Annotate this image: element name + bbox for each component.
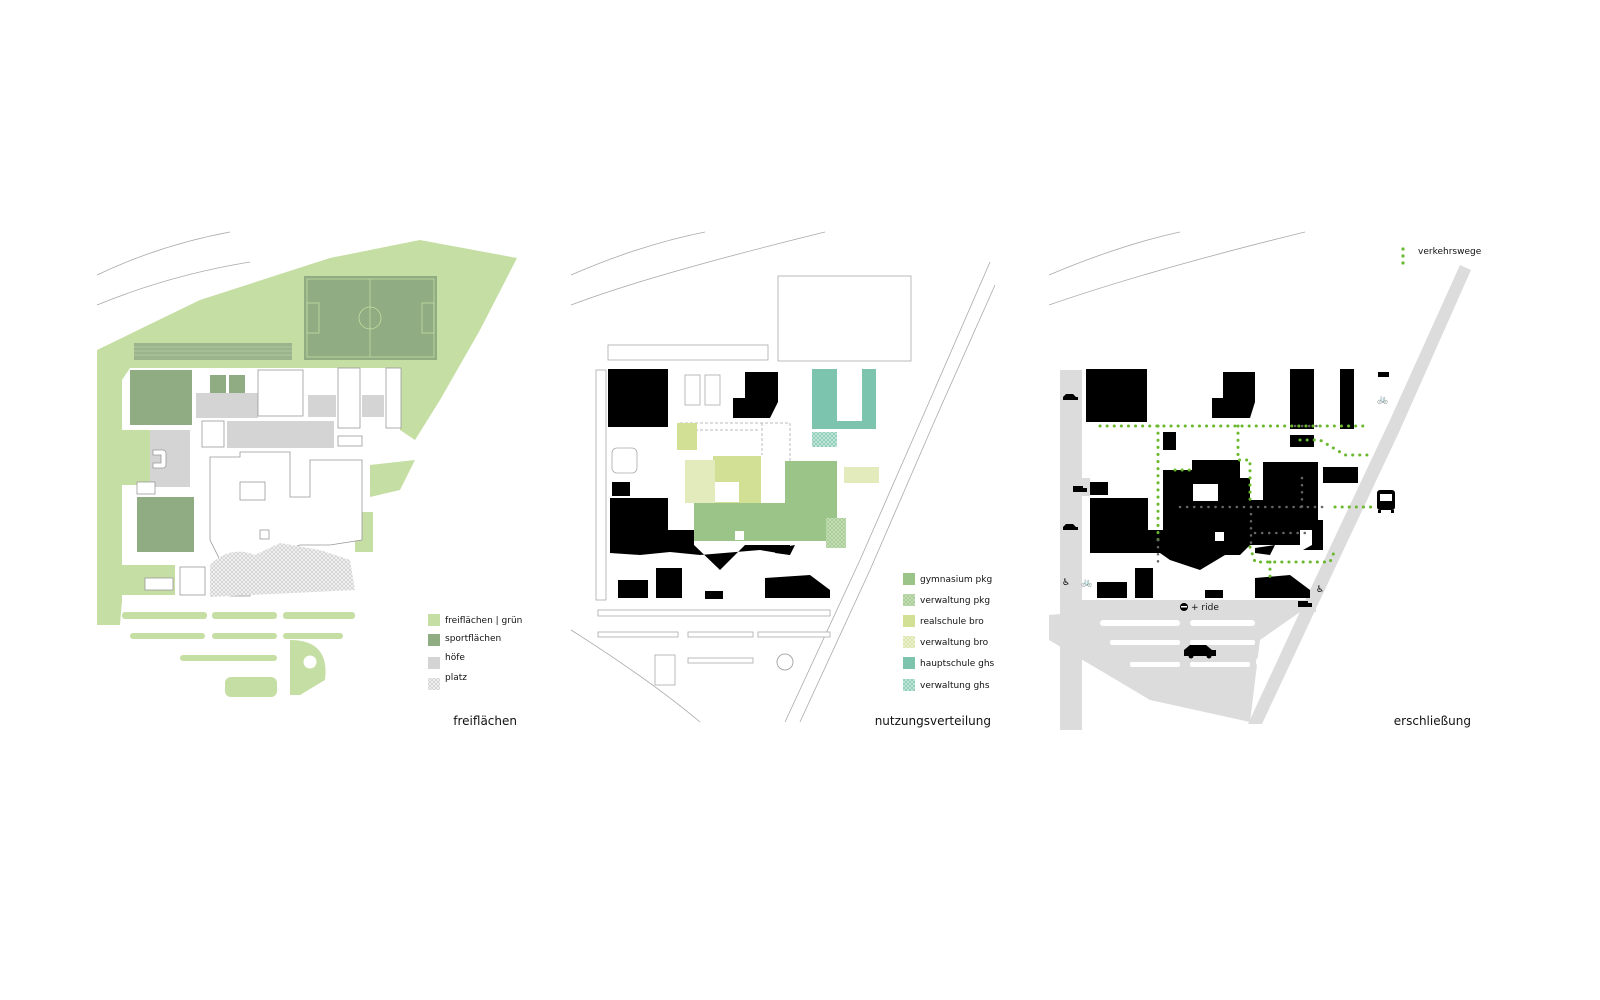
legend-label: gymnasium pkg bbox=[920, 575, 992, 585]
legend-label: platz bbox=[445, 673, 467, 683]
panel-erschliessung: + ride ♿ ♿ 🚲 🚲 bbox=[1048, 231, 1471, 730]
footpath-green bbox=[1098, 424, 1375, 582]
legend-label: sportflächen bbox=[445, 634, 501, 644]
legend-swatch bbox=[428, 657, 440, 669]
panel-freiflaechen bbox=[96, 231, 517, 697]
plaza-hatch bbox=[210, 543, 355, 597]
kiss-ride-icon bbox=[1180, 603, 1188, 611]
legend-swatch bbox=[903, 636, 915, 648]
legend-swatch bbox=[428, 614, 440, 626]
panel-title: nutzungsverteilung bbox=[875, 714, 991, 728]
truck-icon bbox=[1073, 486, 1312, 607]
legend-erschliessung: verkehrswege erschließung bbox=[1394, 247, 1482, 728]
footpath-internal bbox=[1156, 424, 1330, 567]
legend-label: verwaltung bro bbox=[920, 638, 989, 648]
panel-title: freiflächen bbox=[453, 714, 517, 728]
realschule-bro bbox=[677, 423, 697, 450]
kiss-ride-label: + ride bbox=[1191, 603, 1219, 613]
legend-swatch-dotted bbox=[1401, 247, 1405, 265]
legend-label: verkehrswege bbox=[1418, 247, 1482, 257]
football-field bbox=[304, 276, 437, 360]
bus-icon bbox=[1377, 490, 1395, 513]
legend-swatch bbox=[903, 594, 915, 606]
legend-label: realschule bro bbox=[920, 617, 984, 627]
legend-swatch bbox=[903, 615, 915, 627]
bicycle-icon: 🚲 bbox=[1081, 578, 1092, 588]
legend-swatch bbox=[428, 634, 440, 646]
panel-nutzungsverteilung bbox=[570, 231, 996, 723]
track bbox=[134, 343, 292, 360]
legend-freiflaechen: freiflächen | grün sportflächen höfe pla… bbox=[428, 614, 522, 728]
legend-label: hauptschule ghs bbox=[920, 659, 995, 669]
legend-swatch bbox=[903, 573, 915, 585]
accessible-icon: ♿ bbox=[1316, 585, 1324, 595]
legend-label: verwaltung pkg bbox=[920, 596, 990, 606]
legend-label: höfe bbox=[445, 653, 465, 663]
hauptschule-ghs bbox=[812, 369, 837, 429]
legend-swatch bbox=[428, 678, 440, 690]
parking-car-icon bbox=[1063, 394, 1078, 530]
legend-swatch bbox=[903, 679, 915, 691]
bicycle-icon: 🚲 bbox=[1377, 395, 1388, 405]
legend-nutzungsverteilung: gymnasium pkg verwaltung pkg realschule … bbox=[875, 573, 995, 728]
panel-title: erschließung bbox=[1394, 714, 1471, 728]
legend-label: verwaltung ghs bbox=[920, 681, 990, 691]
legend-swatch bbox=[903, 657, 915, 669]
accessible-icon: ♿ bbox=[1062, 578, 1070, 588]
legend-label: freiflächen | grün bbox=[445, 616, 522, 626]
car-icon bbox=[1184, 645, 1216, 659]
scooter-icon bbox=[1378, 372, 1389, 377]
